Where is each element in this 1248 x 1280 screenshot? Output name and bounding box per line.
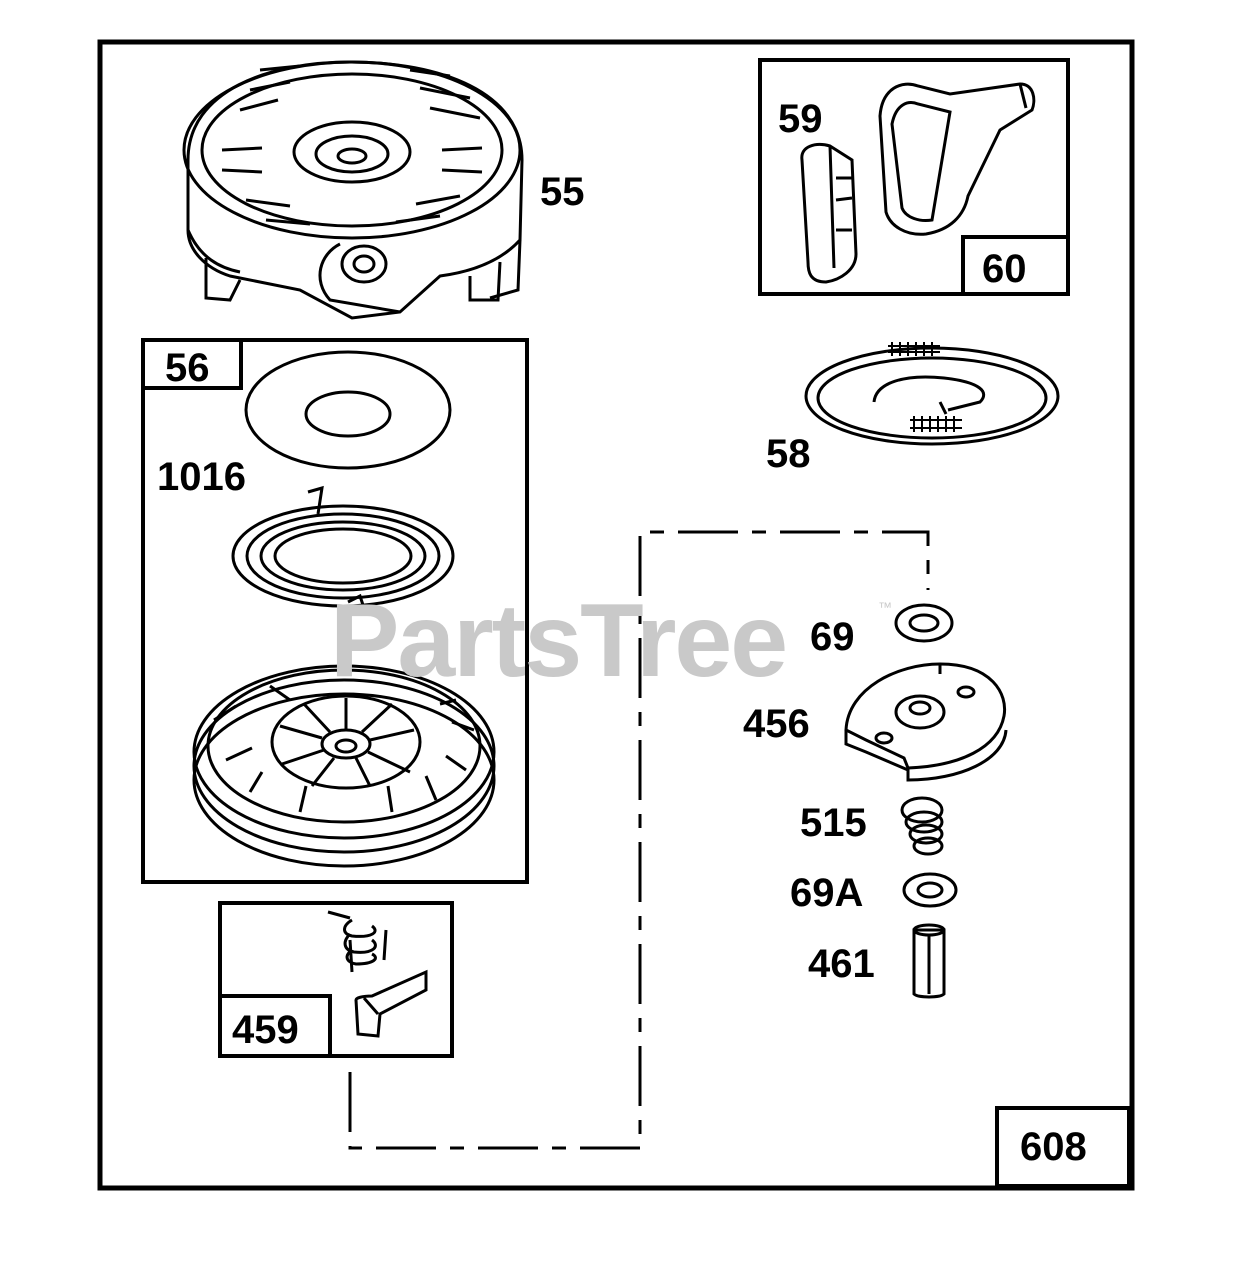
washer-1016-drawing[interactable] xyxy=(244,350,452,470)
callout-69a[interactable]: 69A xyxy=(790,871,863,915)
callout-55[interactable]: 55 xyxy=(540,170,585,214)
washer-69a-drawing[interactable] xyxy=(902,872,958,908)
pulley-group-box xyxy=(141,338,529,884)
pawl-group-box xyxy=(218,901,454,1058)
pawl-drawing[interactable] xyxy=(354,969,428,1038)
callout-515[interactable]: 515 xyxy=(800,801,867,845)
callout-608[interactable]: 608 xyxy=(1020,1125,1087,1169)
pin-drawing[interactable] xyxy=(912,923,946,999)
callout-456[interactable]: 456 xyxy=(743,702,810,746)
spring-515-drawing[interactable] xyxy=(900,796,944,856)
handle-drawing[interactable] xyxy=(878,82,1036,236)
callout-459[interactable]: 459 xyxy=(232,1008,299,1052)
callout-59[interactable]: 59 xyxy=(778,97,823,141)
assembly-frame xyxy=(97,39,1135,1191)
handle-group-box xyxy=(758,58,1070,296)
callout-60[interactable]: 60 xyxy=(982,247,1027,291)
handle-insert-drawing[interactable] xyxy=(800,143,858,284)
watermark-trademark: ™ xyxy=(878,599,892,615)
callout-1016[interactable]: 1016 xyxy=(157,455,246,499)
pulley-group-label-box xyxy=(141,338,243,390)
handle-label-box xyxy=(961,235,1070,296)
callout-56[interactable]: 56 xyxy=(165,346,210,390)
watermark: PartsTree xyxy=(330,583,786,699)
washer-69-drawing[interactable] xyxy=(894,603,954,643)
callout-69[interactable]: 69 xyxy=(810,615,855,659)
retainer-drawing[interactable] xyxy=(844,662,1008,782)
housing-drawing[interactable] xyxy=(182,60,524,320)
assembly-leader-line xyxy=(348,530,930,1150)
pawl-group-label-box xyxy=(218,994,332,1058)
rewind-spring-drawing[interactable] xyxy=(231,485,455,609)
assembly-label-box xyxy=(995,1106,1131,1188)
pulley-drawing[interactable] xyxy=(192,664,496,868)
callout-461[interactable]: 461 xyxy=(808,942,875,986)
pawl-spring-drawing[interactable] xyxy=(327,910,388,973)
rope-drawing[interactable] xyxy=(804,342,1060,446)
callout-58[interactable]: 58 xyxy=(766,432,811,476)
